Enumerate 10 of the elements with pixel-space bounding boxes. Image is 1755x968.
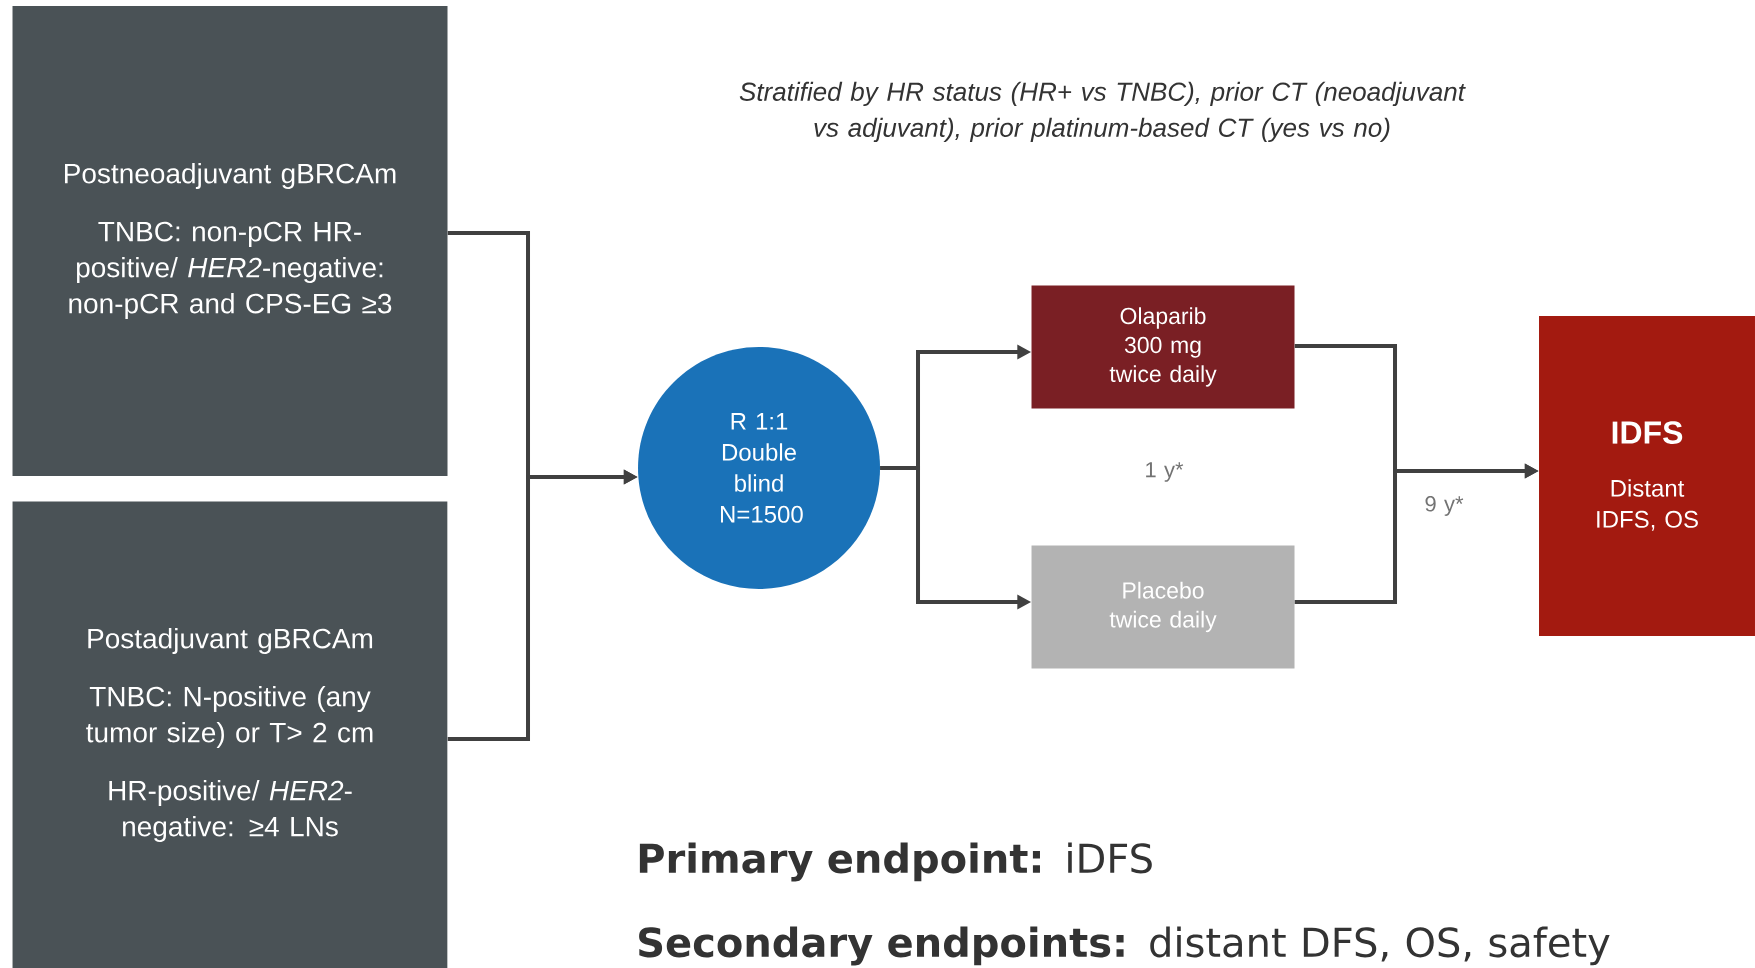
treatment-box: Placebo twice daily (1031, 545, 1295, 669)
duration-label: 1 y* (1146, 462, 1184, 482)
inclusion-box: Postadjuvant gBRCAm TNBC: N-positive (any tumor size) or T> 2 cm HR-positive/ HER2-negative: ≥4 LNs (12, 501, 448, 968)
stratification-note: Stratified by HR status (HR+ vs TNBC), prior CT (neoadjuvant vs adjuvant), prior platinum-based CT (yes vs no) (739, 81, 1466, 143)
outcome-box: IDFS Distant IDFS, OS (1539, 316, 1755, 636)
duration-label: 9 y* (1425, 496, 1464, 516)
inclusion-box: Postneoadjuvant gBRCAm TNBC: non-pCR HR-positive/ HER2-negative: non-pCR and CPS-EG ≥3 (12, 6, 448, 476)
endpoint-text: Primary endpoint: iDFS (639, 842, 1152, 882)
treatment-box: Olaparib 300 mg twice daily (1031, 285, 1295, 409)
endpoint-text: Secondary endpoints: distant DFS, OS, safety (639, 926, 1610, 966)
